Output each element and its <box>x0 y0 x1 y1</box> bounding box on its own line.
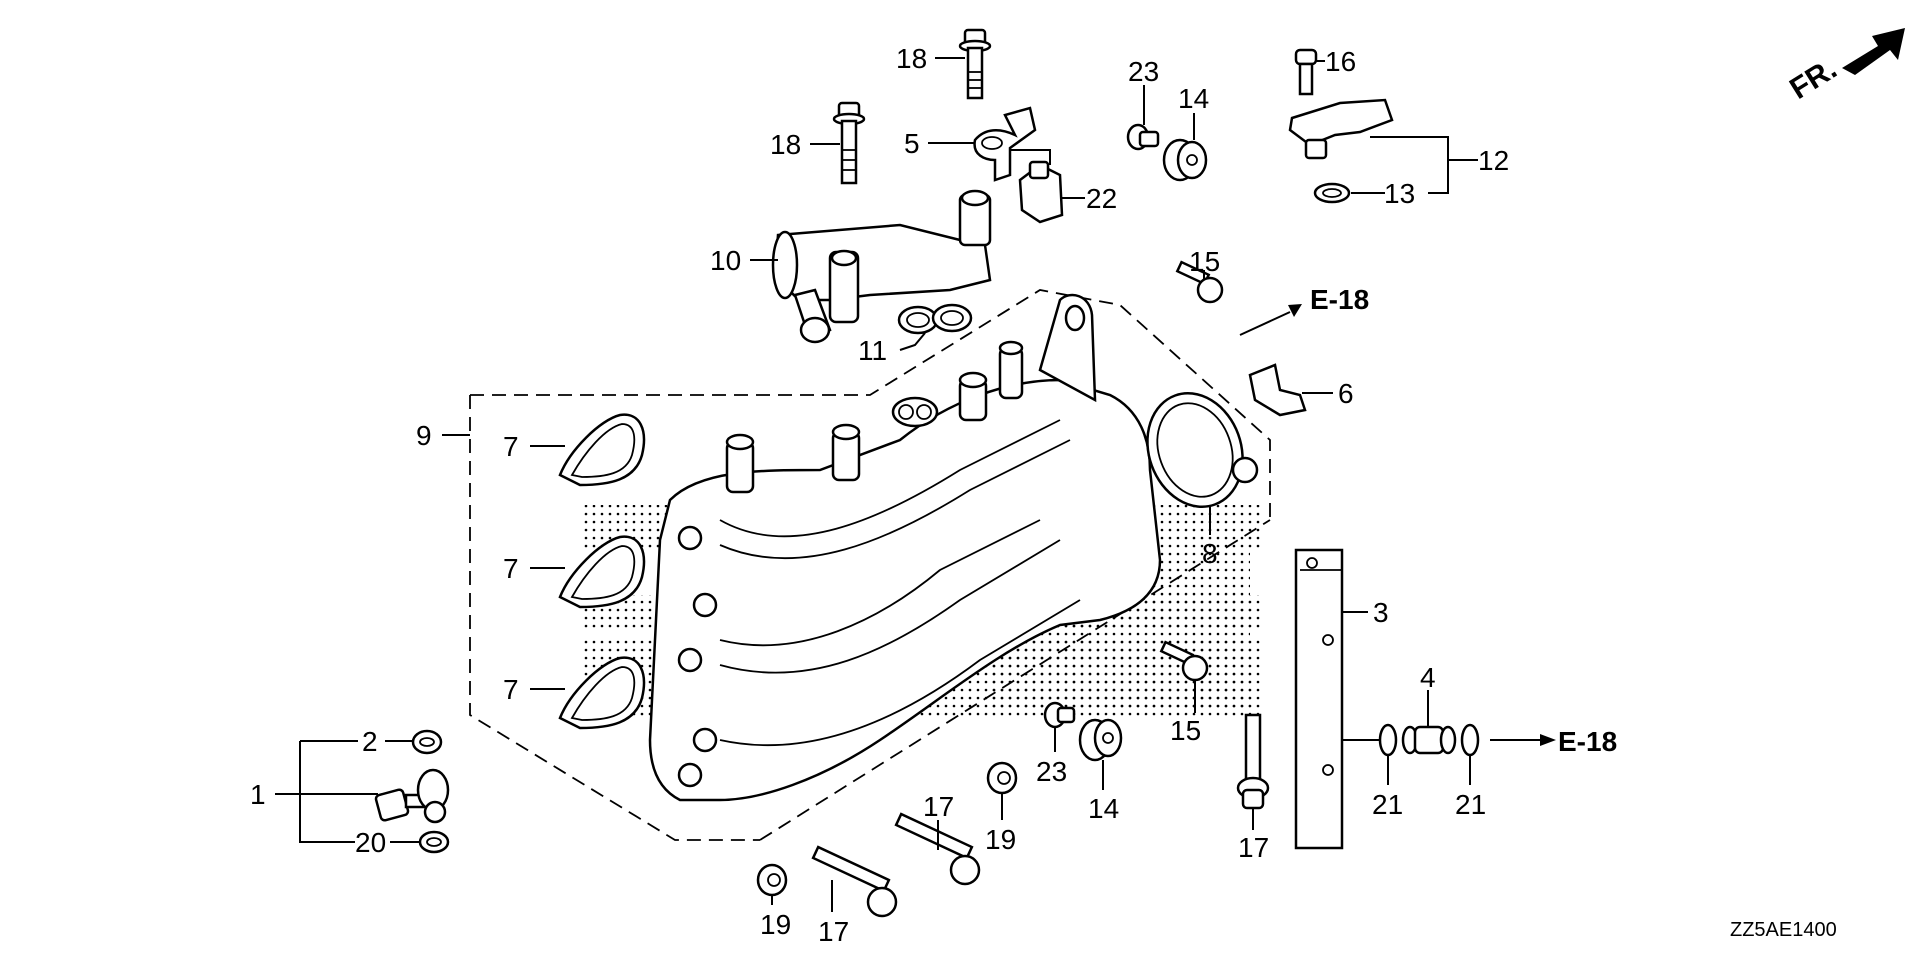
callout-10[interactable]: 10 <box>710 245 741 276</box>
sensor-1 <box>374 768 450 824</box>
bolt-18-left <box>832 101 866 185</box>
grommet-14-top <box>1162 138 1208 182</box>
callout-7[interactable]: 7 <box>503 674 519 705</box>
intake-manifold <box>648 293 1162 802</box>
iac-valve-10 <box>771 189 992 344</box>
callout-8[interactable]: 8 <box>1202 538 1218 569</box>
front-arrow-icon <box>1842 28 1905 75</box>
clip-22 <box>1018 160 1064 224</box>
grommet-14-bottom <box>1078 718 1123 762</box>
bolt-18-top <box>958 28 992 100</box>
front-direction-indicator: FR. <box>1784 28 1905 106</box>
callout-15[interactable]: 15 <box>1189 246 1220 277</box>
o-ring-21-right <box>1460 723 1480 757</box>
callout-17[interactable]: 17 <box>1238 832 1269 863</box>
bolt-17-right <box>1236 713 1270 810</box>
reference-e18-bottom[interactable]: E-18 <box>1558 726 1617 757</box>
callout-23[interactable]: 23 <box>1128 56 1159 87</box>
callout-labels: 18 18 5 22 23 14 16 12 13 10 15 11 6 9 7… <box>250 43 1509 947</box>
callout-7[interactable]: 7 <box>503 553 519 584</box>
reference-e18-top[interactable]: E-18 <box>1310 284 1369 315</box>
o-ring-11 <box>897 303 973 335</box>
callout-18[interactable]: 18 <box>770 129 801 160</box>
callout-15[interactable]: 15 <box>1170 715 1201 746</box>
front-label: FR. <box>1784 52 1842 106</box>
callout-4[interactable]: 4 <box>1420 662 1436 693</box>
washer-2 <box>411 729 443 755</box>
leader-lines <box>275 57 1556 912</box>
bracket-3 <box>1294 548 1344 850</box>
callout-17[interactable]: 17 <box>923 791 954 822</box>
map-sensor-12 <box>1288 98 1394 160</box>
callout-16[interactable]: 16 <box>1325 46 1356 77</box>
callout-19[interactable]: 19 <box>760 909 791 940</box>
pipe-4 <box>1401 725 1457 755</box>
callout-23[interactable]: 23 <box>1036 756 1067 787</box>
callout-17[interactable]: 17 <box>818 916 849 947</box>
callout-11[interactable]: 11 <box>858 335 887 366</box>
bolt-17-mid <box>894 812 981 886</box>
cap-23-top <box>1126 123 1160 151</box>
nut-19-bottom <box>756 863 788 897</box>
callout-1[interactable]: 1 <box>250 779 266 810</box>
gasket-8 <box>1146 392 1259 508</box>
bolt-16 <box>1294 48 1318 96</box>
clip-6 <box>1248 363 1307 417</box>
callout-18[interactable]: 18 <box>896 43 927 74</box>
callout-22[interactable]: 22 <box>1086 183 1117 214</box>
callout-2[interactable]: 2 <box>362 726 378 757</box>
o-ring-21-left <box>1378 723 1398 757</box>
drawing-code: ZZ5AE1400 <box>1730 919 1837 941</box>
callout-19[interactable]: 19 <box>985 824 1016 855</box>
callout-21[interactable]: 21 <box>1372 789 1403 820</box>
callout-3[interactable]: 3 <box>1373 597 1389 628</box>
washer-20 <box>418 830 450 854</box>
bolt-17-bottom <box>811 845 898 918</box>
bolt-15-top <box>1175 260 1224 304</box>
callout-14[interactable]: 14 <box>1088 793 1119 824</box>
callout-6[interactable]: 6 <box>1338 378 1354 409</box>
callout-13[interactable]: 13 <box>1384 178 1415 209</box>
bracket-5 <box>973 106 1037 182</box>
callout-14[interactable]: 14 <box>1178 83 1209 114</box>
callout-7[interactable]: 7 <box>503 431 519 462</box>
gasket-7-set <box>558 413 646 730</box>
callout-5[interactable]: 5 <box>904 128 920 159</box>
nut-19-right <box>986 761 1018 795</box>
callout-12[interactable]: 12 <box>1478 145 1509 176</box>
callout-9[interactable]: 9 <box>416 420 432 451</box>
callout-20[interactable]: 20 <box>355 827 386 858</box>
o-ring-13 <box>1313 182 1351 204</box>
callout-21[interactable]: 21 <box>1455 789 1486 820</box>
